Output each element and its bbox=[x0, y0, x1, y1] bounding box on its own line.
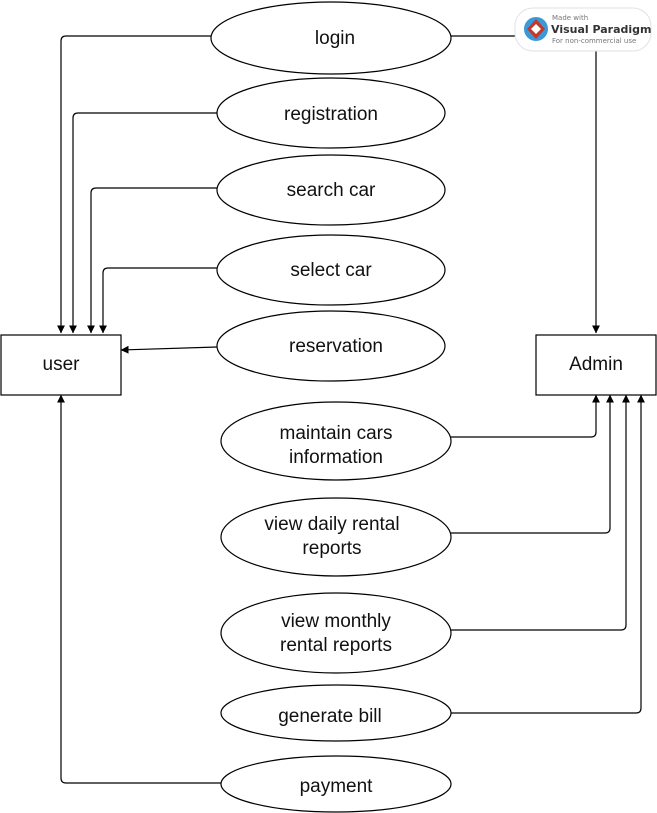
usecase-maintain-cars-information[interactable]: maintain cars information bbox=[220, 401, 452, 481]
edge-bill-admin bbox=[451, 394, 645, 714]
actor-admin-label: Admin bbox=[569, 354, 623, 375]
usecase-monthly-label-line-1: view monthly bbox=[281, 611, 391, 632]
edge-reservation-user bbox=[120, 345, 218, 354]
edge-registration-user bbox=[69, 112, 217, 334]
watermark-made-with: Made with bbox=[552, 14, 588, 22]
usecase-login-label: login bbox=[315, 28, 355, 49]
usecase-reservation[interactable]: reservation bbox=[216, 310, 446, 382]
usecase-reservation-label: reservation bbox=[289, 336, 383, 357]
usecase-search-car[interactable]: search car bbox=[216, 154, 446, 226]
usecase-maintain-label-line-2: information bbox=[289, 447, 383, 468]
edge-monthly-admin bbox=[451, 394, 630, 631]
actor-user[interactable]: user bbox=[0, 334, 122, 396]
usecase-maintain-label-line-1: maintain cars bbox=[280, 423, 393, 444]
usecase-login[interactable]: login bbox=[210, 1, 452, 75]
usecase-view-daily-rental-reports[interactable]: view daily rental reports bbox=[220, 497, 452, 577]
usecase-generate-bill[interactable]: generate bill bbox=[220, 684, 452, 742]
watermark-brand: Visual Paradigm bbox=[551, 23, 652, 36]
visual-paradigm-logo-icon bbox=[524, 17, 548, 41]
usecase-payment[interactable]: payment bbox=[220, 755, 452, 813]
edge-login-admin bbox=[451, 35, 600, 334]
edge-daily-admin bbox=[451, 394, 614, 534]
usecase-search-car-label: search car bbox=[287, 180, 376, 201]
edge-payment-user bbox=[57, 394, 222, 784]
edge-search-car-user bbox=[87, 187, 217, 334]
usecase-registration[interactable]: registration bbox=[216, 77, 446, 149]
usecase-view-monthly-rental-reports[interactable]: view monthly rental reports bbox=[220, 592, 452, 674]
watermark-note: For non-commercial use bbox=[552, 37, 636, 45]
visual-paradigm-watermark: Made with Visual Paradigm For non-commer… bbox=[514, 7, 652, 52]
usecase-monthly-label-line-2: rental reports bbox=[280, 635, 392, 656]
usecase-daily-label-line-1: view daily rental bbox=[264, 514, 399, 535]
edge-maintain-admin bbox=[451, 394, 600, 438]
usecase-daily-label-line-2: reports bbox=[302, 538, 361, 559]
actor-user-label: user bbox=[43, 354, 81, 375]
actor-admin[interactable]: Admin bbox=[535, 334, 657, 396]
edge-select-car-user bbox=[99, 267, 217, 334]
usecase-payment-label: payment bbox=[300, 776, 374, 797]
usecase-select-car[interactable]: select car bbox=[216, 234, 446, 306]
usecase-registration-label: registration bbox=[284, 104, 378, 125]
edge-login-user bbox=[57, 35, 212, 334]
usecase-generate-bill-label: generate bill bbox=[278, 706, 382, 727]
usecase-select-car-label: select car bbox=[290, 260, 372, 281]
